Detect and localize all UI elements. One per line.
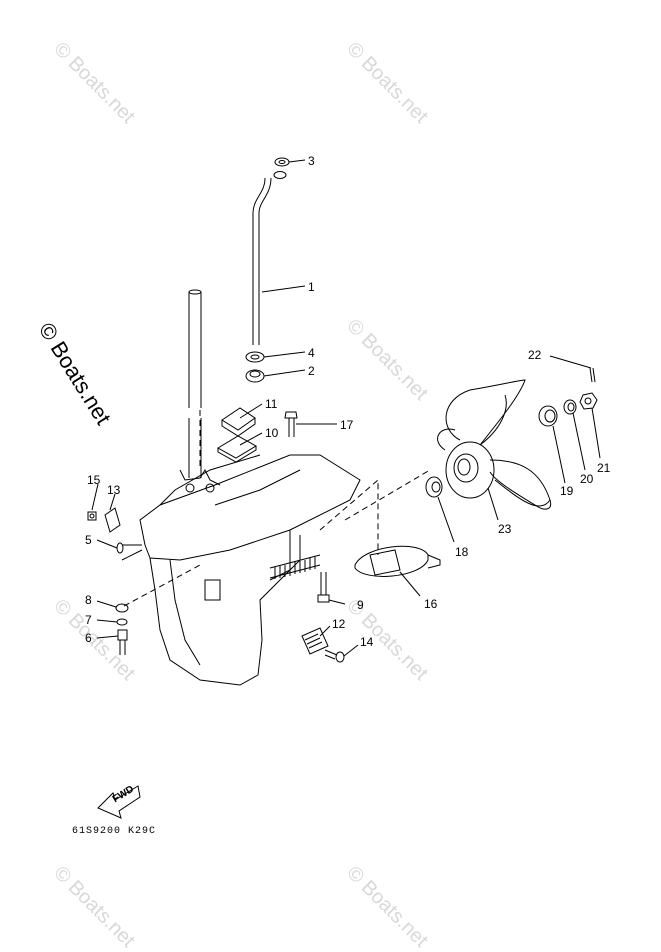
callout-20: 20 [580,472,594,486]
callout-12: 12 [332,617,346,631]
spacer-19 [538,405,558,427]
callout-6: 6 [85,631,92,645]
grommet-2 [245,369,265,383]
diagram-code: 61S9200 K29C [72,826,157,837]
propeller-shaft [269,554,321,579]
water-tube [252,177,272,345]
grommet-3 [274,157,290,167]
trim-tab-16 [354,545,441,577]
callout-11: 11 [265,397,278,411]
callout-9: 9 [357,598,364,612]
callout-7: 7 [85,613,92,627]
callout-17: 17 [340,418,354,432]
drive-shaft [188,289,202,478]
callout-8: 8 [85,593,92,607]
plate-13 [104,507,121,533]
propeller-23 [437,379,552,510]
callout-14: 14 [360,635,374,649]
callout-5: 5 [85,533,92,547]
plug-5 [116,542,124,554]
callout-23: 23 [498,522,512,536]
gasket-7 [116,618,128,626]
anode-12 [301,627,329,655]
thrust-washer-18 [425,476,443,498]
callout-15: 15 [87,473,101,487]
callout-18: 18 [455,545,469,559]
washer-20 [563,399,577,415]
callout-3: 3 [308,154,315,168]
callout-2: 2 [308,364,315,378]
callout-21: 21 [597,461,611,475]
callout-19: 19 [560,484,574,498]
callout-22: 22 [528,348,542,362]
seal-4 [245,351,265,363]
screw-6 [117,629,128,655]
bolt-9 [317,572,330,603]
callout-13: 13 [107,483,121,497]
nut-21 [579,392,598,410]
callout-1: 1 [308,280,315,294]
cotter-pin-22 [589,367,596,383]
gasket-8 [115,603,129,613]
bolt-15 [87,511,97,521]
bolt-17 [284,411,298,437]
callout-16: 16 [424,597,438,611]
callout-10: 10 [265,426,279,440]
lower-casing [139,454,361,686]
callout-4: 4 [308,346,315,360]
fwd-arrow [97,785,141,819]
parts-diagram [87,157,601,819]
bolt-14 [324,649,345,663]
